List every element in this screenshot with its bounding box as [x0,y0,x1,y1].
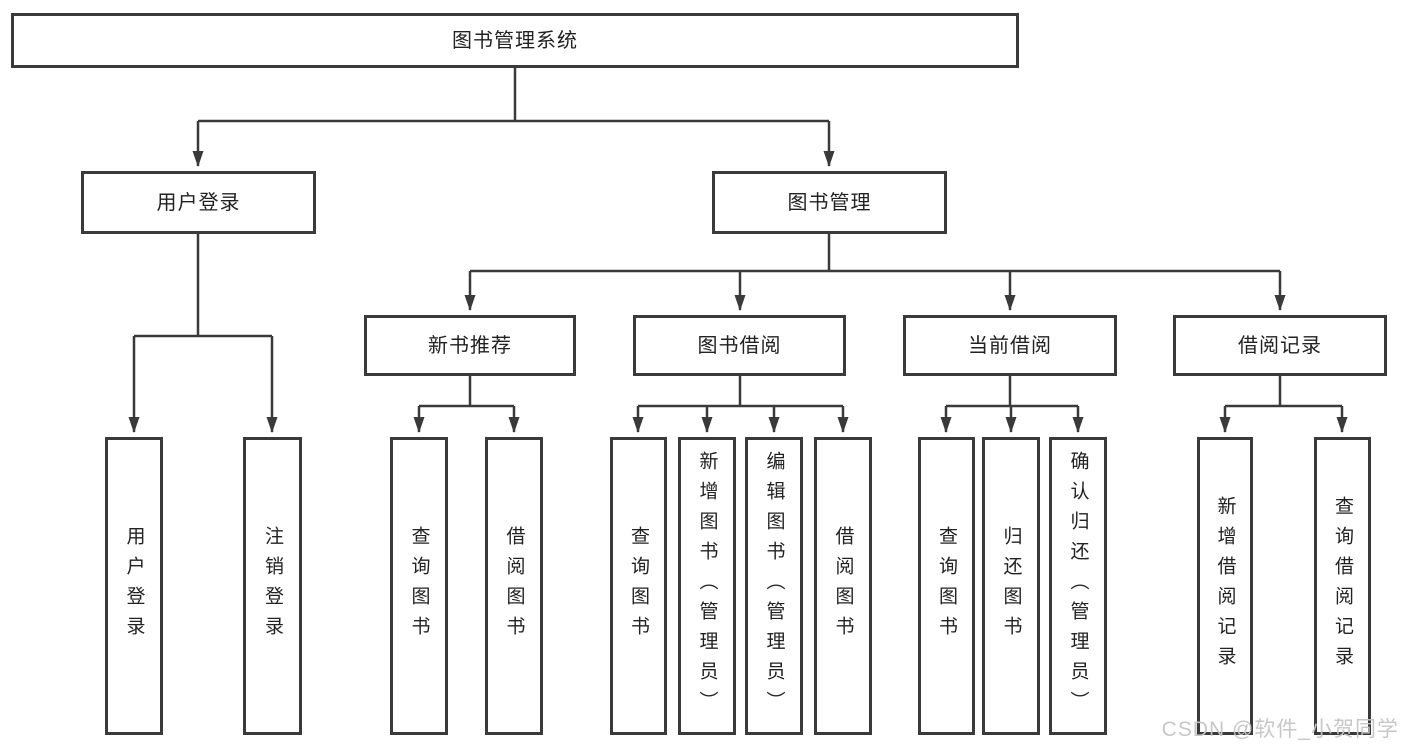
leaf-logout: 注销登录 [243,437,302,735]
leaf-borrow-books: 借阅图书 [814,437,872,735]
node-user-login-branch: 用户登录 [81,171,316,234]
leaf-add-book-admin: 新增图书（管理员） [678,437,736,735]
leaf-borrow-query-books: 查询图书 [610,437,667,735]
node-book-management-system: 图书管理系统 [11,13,1019,68]
connector-root-to-level2 [192,68,835,167]
leaf-newbook-query-books: 查询图书 [390,437,448,735]
node-book-management: 图书管理 [712,171,947,234]
node-new-book-recommend: 新书推荐 [364,315,576,376]
leaf-edit-book-admin: 编辑图书（管理员） [745,437,803,735]
leaf-add-borrow-record: 新增借阅记录 [1197,437,1253,735]
leaf-query-borrow-record: 查询借阅记录 [1314,437,1371,735]
leaf-confirm-return-admin: 确认归还（管理员） [1049,437,1107,735]
leaf-current-query-books: 查询图书 [918,437,975,735]
leaf-user-login: 用户登录 [105,437,163,735]
connector-book-management-branch [464,234,1286,311]
csdn-watermark: CSDN @软件_小贺同学 [1161,718,1399,741]
leaf-newbook-borrow-books: 借阅图书 [485,437,543,735]
connector-book-borrow-branch [632,376,849,433]
connector-borrow-records-branch [1219,376,1348,433]
leaf-return-books: 归还图书 [982,437,1040,735]
connector-new-book-branch [413,376,520,433]
connector-current-borrow-branch [940,376,1084,433]
node-book-borrow: 图书借阅 [633,315,846,376]
node-current-borrow: 当前借阅 [903,315,1117,376]
node-borrow-records: 借阅记录 [1173,315,1387,376]
connector-user-login-branch [128,234,278,433]
